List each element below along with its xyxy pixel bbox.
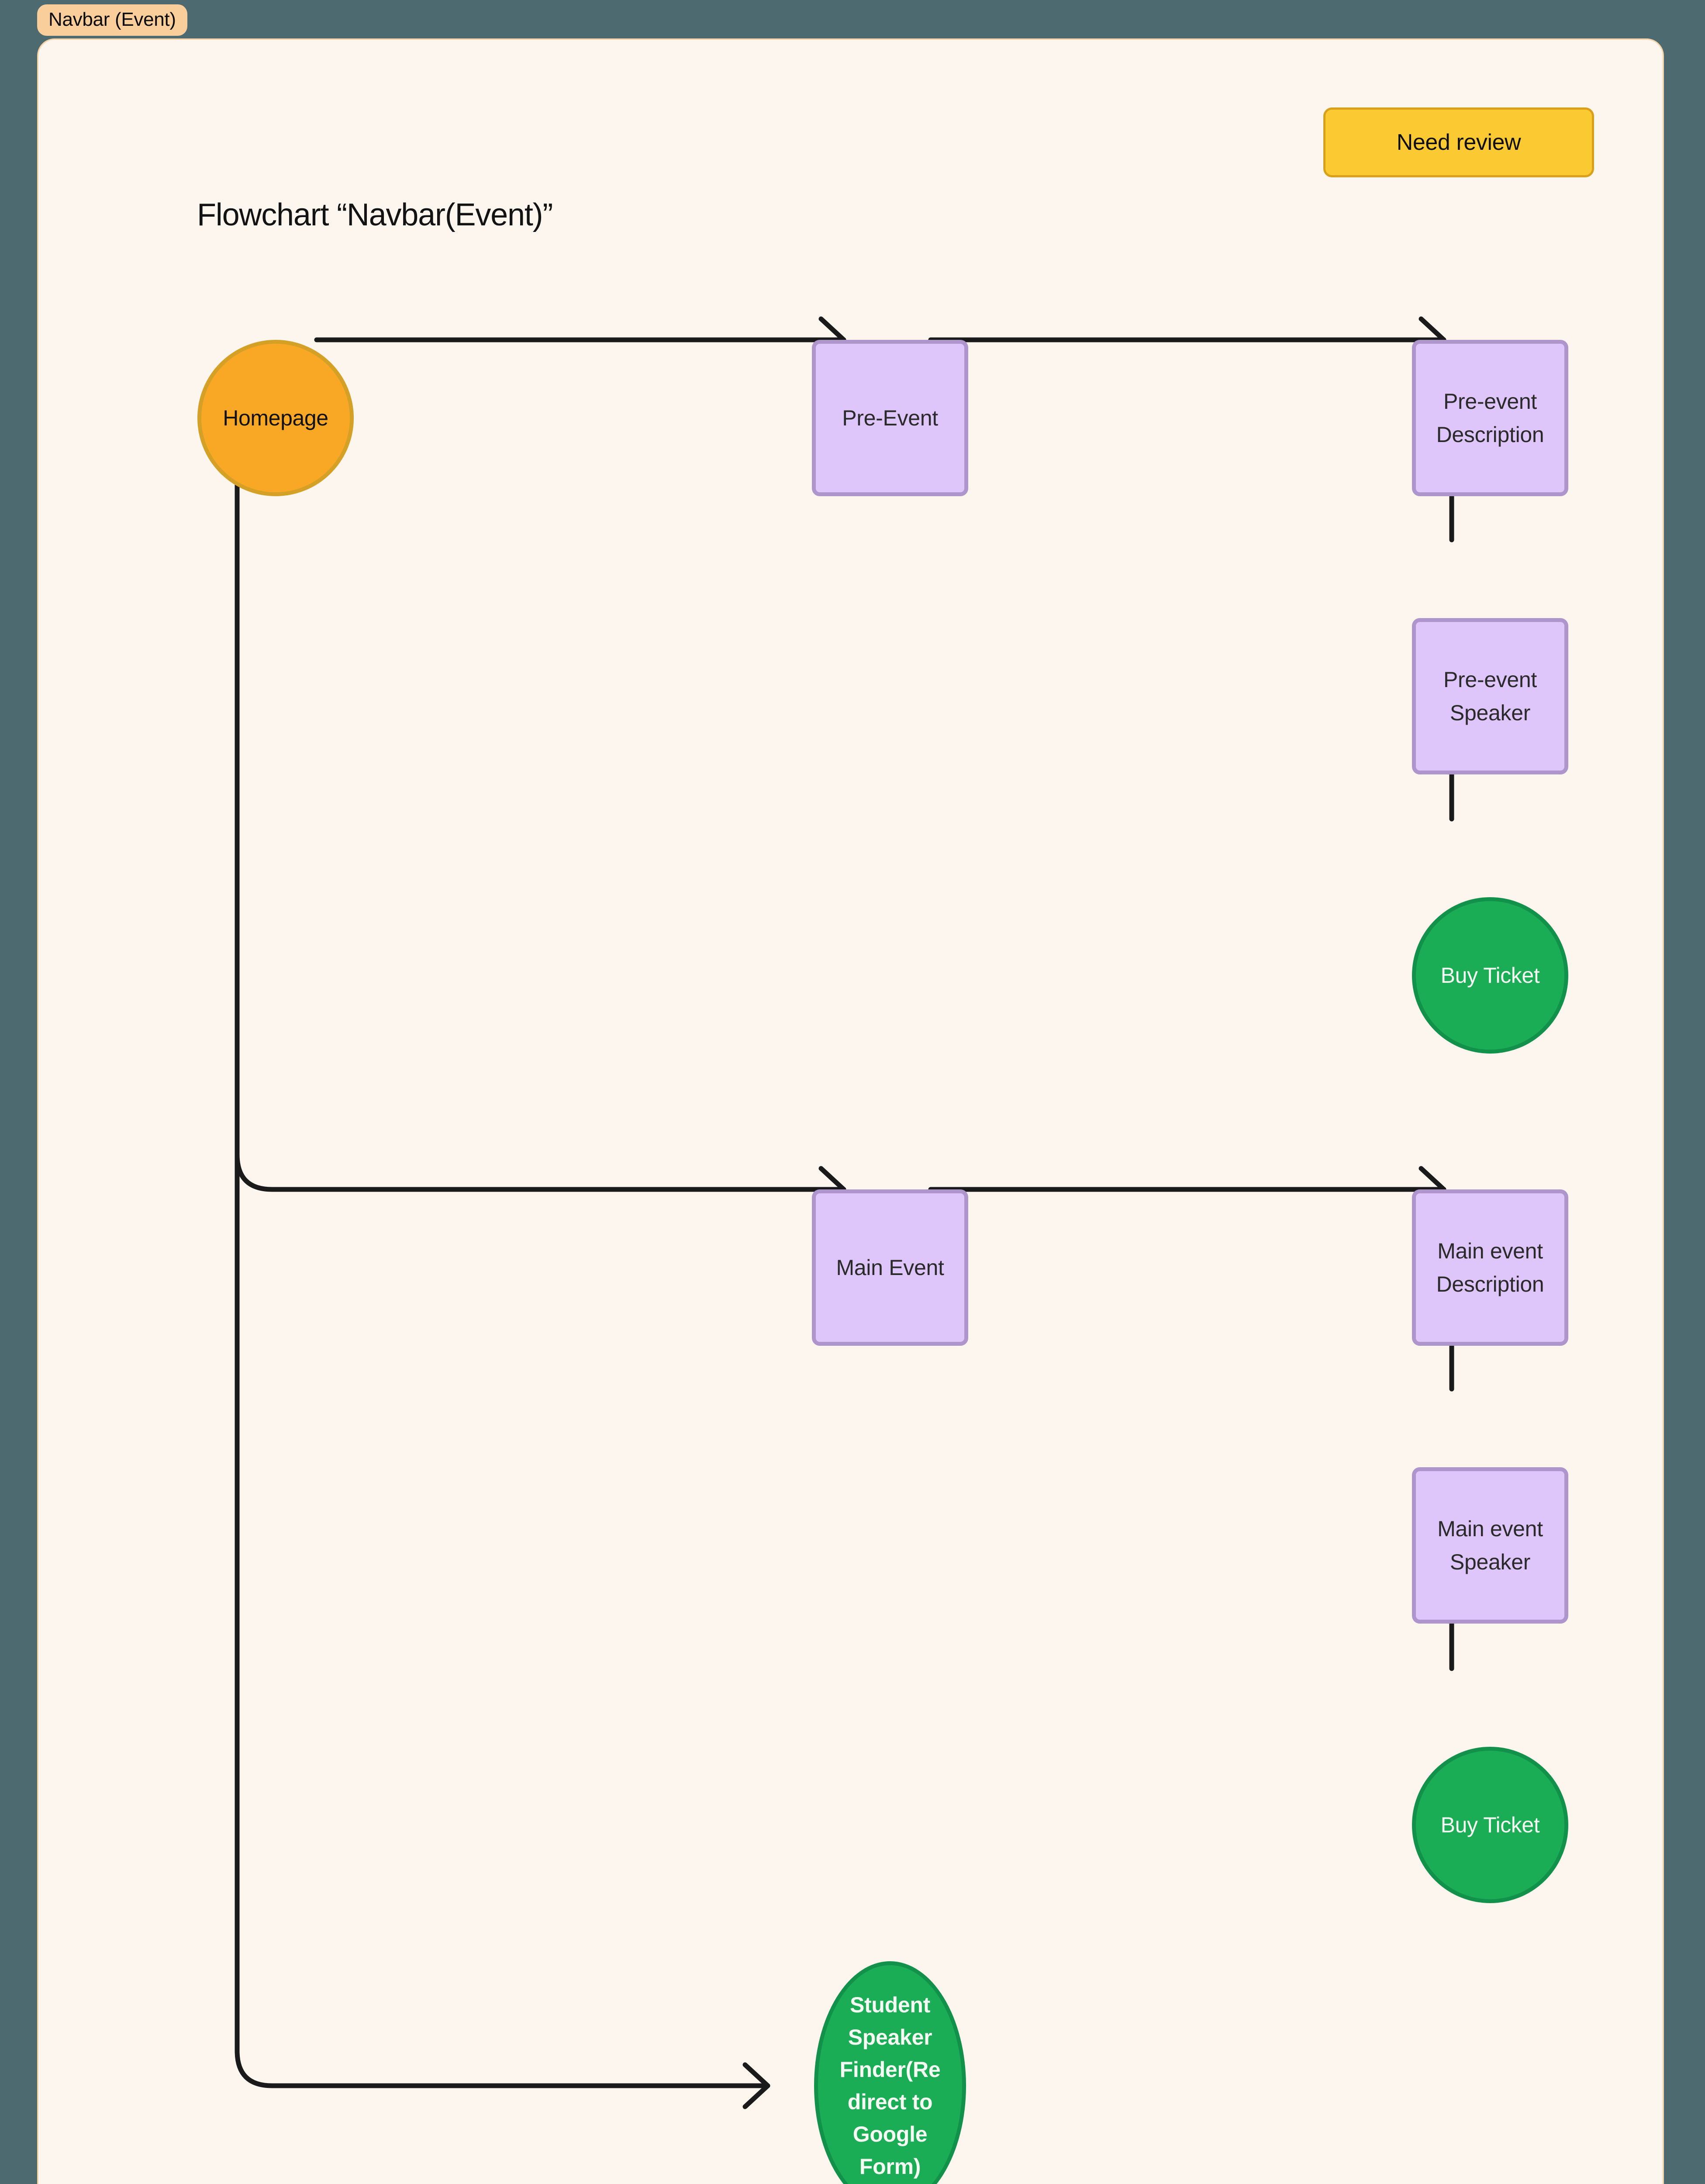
node-main-event[interactable]: Main Event bbox=[812, 1189, 968, 1346]
node-buy-ticket-pre-event[interactable]: Buy Ticket bbox=[1412, 897, 1568, 1054]
design-frame: Need review Flowchart “Navbar(Event)” Ho… bbox=[37, 38, 1664, 2184]
arrowhead-student-finder bbox=[742, 2062, 770, 2109]
node-pre-event-speaker[interactable]: Pre-event Speaker bbox=[1412, 618, 1568, 774]
node-student-speaker-finder[interactable]: Student Speaker Finder(Re direct to Goog… bbox=[814, 1961, 966, 2184]
node-main-event-speaker[interactable]: Main event Speaker bbox=[1412, 1467, 1568, 1624]
node-homepage[interactable]: Homepage bbox=[197, 340, 354, 496]
edge-homepage-main-event bbox=[235, 1152, 846, 1192]
node-buy-ticket-main-event[interactable]: Buy Ticket bbox=[1412, 1747, 1568, 1903]
node-pre-event[interactable]: Pre-Event bbox=[812, 340, 968, 496]
status-badge[interactable]: Need review bbox=[1323, 107, 1594, 177]
node-pre-event-description[interactable]: Pre-event Description bbox=[1412, 340, 1568, 496]
frame-tab-label[interactable]: Navbar (Event) bbox=[37, 4, 187, 36]
node-main-event-description[interactable]: Main event Description bbox=[1412, 1189, 1568, 1346]
edge-homepage-trunk bbox=[235, 416, 770, 2088]
page-title: Flowchart “Navbar(Event)” bbox=[197, 197, 553, 232]
